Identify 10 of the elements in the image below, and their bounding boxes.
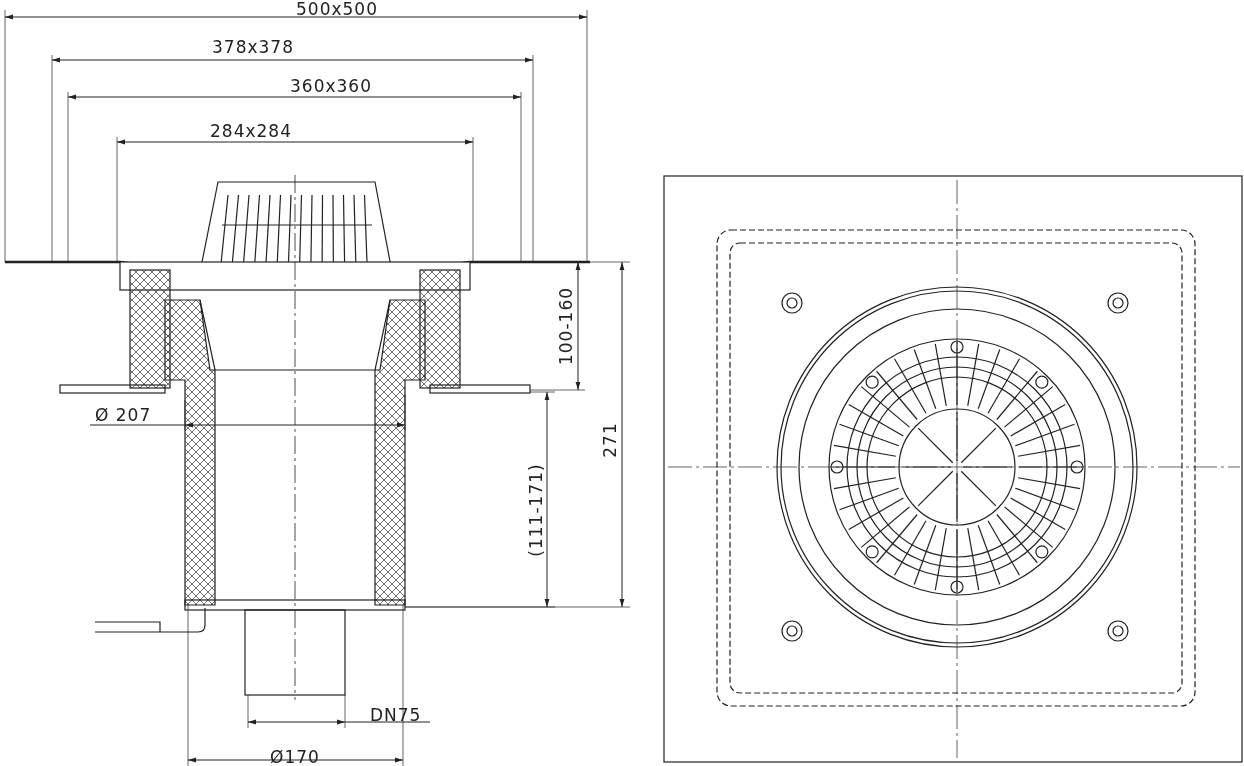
dimension-label: 284x284 <box>210 122 292 140</box>
dimension-label: 271 <box>600 422 619 458</box>
dimension-label: 378x378 <box>212 38 294 56</box>
dimension-label: 100-160 <box>557 287 575 365</box>
dimension-label: DN75 <box>370 706 422 724</box>
dimension-label: 500x500 <box>296 0 378 18</box>
dimension-label: (111-171) <box>526 463 545 557</box>
dimension-label: Ø 207 <box>95 406 152 424</box>
dimension-label: Ø170 <box>270 748 320 766</box>
dimension-label: 360x360 <box>290 77 372 95</box>
